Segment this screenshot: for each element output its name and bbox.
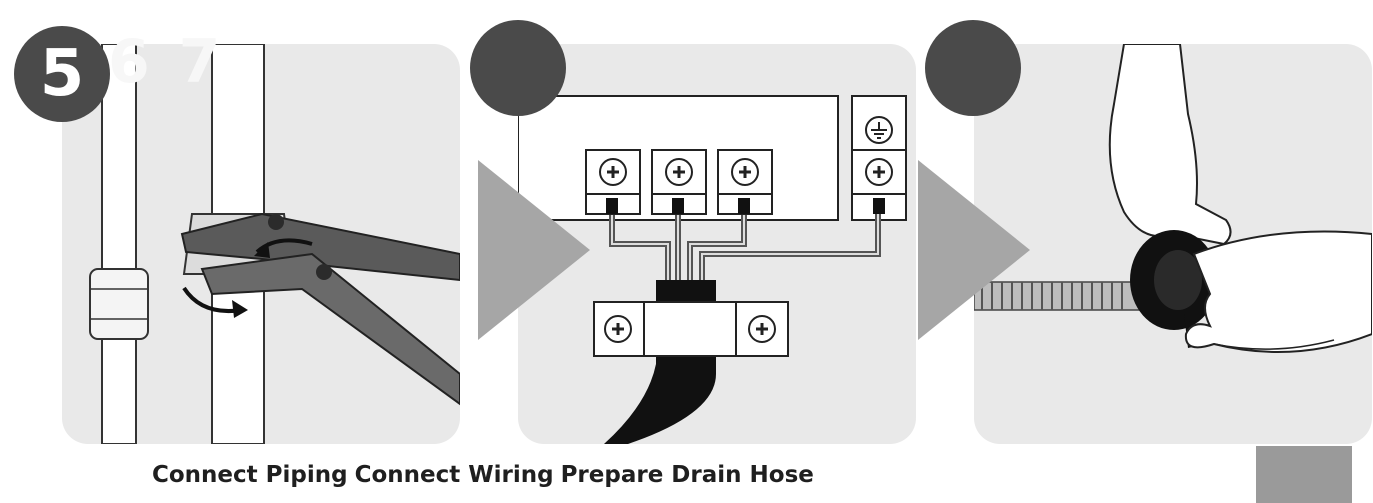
step-panel-prepare-drain-hose <box>974 44 1372 444</box>
terminal-1 <box>585 149 641 215</box>
decorative-gray-block <box>1256 446 1352 503</box>
step-number-badge-3 <box>925 20 1021 116</box>
wrench-pipe-illustration <box>89 44 460 444</box>
step-panel-connect-piping <box>62 44 460 444</box>
overlay-step-numbers: 6 7 <box>108 27 225 97</box>
step-number-badge: 5 <box>14 26 110 122</box>
caption-connect-piping: Connect Piping <box>152 462 348 488</box>
terminal-3 <box>717 149 773 215</box>
caption-prepare-drain-hose: Prepare Drain Hose <box>560 462 814 488</box>
ground-terminal <box>852 116 906 214</box>
step-panel-connect-wiring <box>518 44 916 444</box>
cable-clamp <box>593 301 789 357</box>
step-number-badge-2 <box>470 20 566 116</box>
tape-hose-illustration <box>974 44 1372 353</box>
caption-connect-wiring: Connect Wiring <box>354 462 554 488</box>
terminal-block-illustration <box>518 95 907 444</box>
arrow-right-icon <box>478 160 590 340</box>
arrow-right-icon <box>918 160 1030 340</box>
terminal-2 <box>651 149 707 215</box>
